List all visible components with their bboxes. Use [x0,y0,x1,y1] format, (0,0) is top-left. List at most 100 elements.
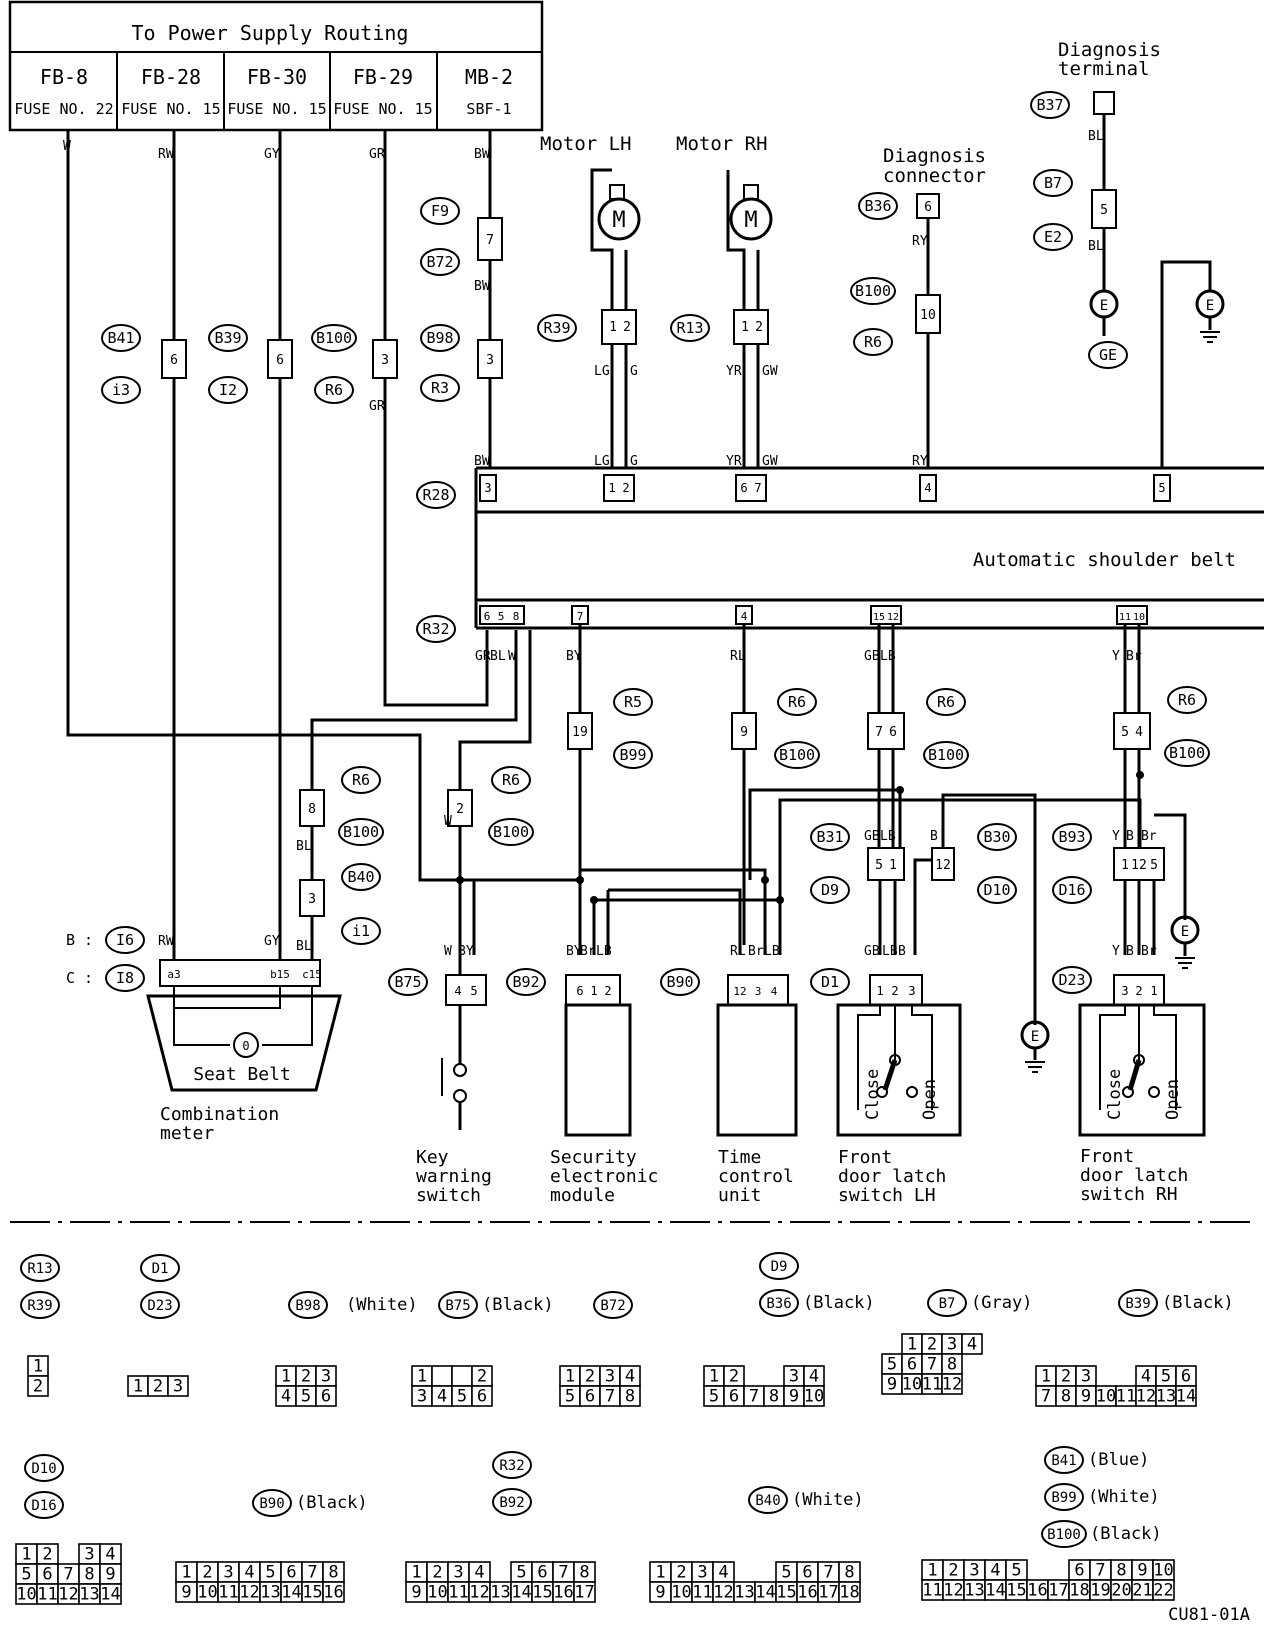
svg-text:D10: D10 [31,1461,56,1477]
svg-text:B90: B90 [259,1496,284,1512]
svg-text:12: 12 [1131,858,1147,873]
svg-text:11: 11 [448,1583,468,1603]
svg-text:10: 10 [16,1585,36,1605]
svg-text:B41: B41 [1051,1453,1076,1469]
conn-b93: B93 [1058,828,1085,846]
conn-b100: B100 [779,746,815,764]
svg-text:10: 10 [1096,1387,1116,1407]
conn-i6: I6 [116,931,134,949]
shoulder-belt-label: Automatic shoulder belt [973,549,1236,571]
connector-legend-row-2: D10 D16 B90 (Black) R32 B92 B40 (White) … [24,1446,1162,1548]
conn-r6: R6 [937,693,955,711]
fuse-col-name: FB-8 [40,65,88,89]
svg-text:7: 7 [927,1355,937,1375]
svg-text:3: 3 [453,1563,463,1583]
svg-text:17: 17 [574,1583,594,1603]
svg-text:9: 9 [181,1583,191,1603]
svg-text:4: 4 [281,1387,291,1407]
svg-text:1: 1 [1150,984,1157,998]
svg-text:13: 13 [1156,1387,1176,1407]
security-label: electronic [550,1166,658,1187]
svg-text:BL: BL [296,939,312,954]
svg-text:1: 1 [1041,1367,1051,1387]
door-latch-switch-rh: 3 2 1 Close Open Front door latch switch… [1078,974,1206,1205]
svg-text:GR: GR [369,399,385,414]
svg-text:4: 4 [809,1367,819,1387]
svg-text:3: 3 [697,1563,707,1583]
svg-text:4: 4 [990,1561,1000,1581]
svg-text:GR: GR [369,147,385,162]
svg-text:3: 3 [223,1563,233,1583]
motor-lh-label: Motor LH [540,133,632,155]
svg-text:3: 3 [308,892,316,907]
conn-b100: B100 [493,823,529,841]
svg-text:7: 7 [605,1387,615,1407]
svg-text:1: 1 [655,1563,665,1583]
svg-text:18: 18 [839,1583,859,1603]
svg-text:15: 15 [302,1583,322,1603]
svg-text:W: W [444,814,452,829]
conn-i3: i3 [112,381,130,399]
svg-text:4: 4 [474,1563,484,1583]
conn-b36: B36 [864,197,891,215]
svg-text:2: 2 [301,1367,311,1387]
meter-c-label: C : [66,969,93,987]
svg-text:Br: Br [1126,649,1142,664]
svg-text:B36: B36 [766,1296,791,1312]
diag-terminal-label: terminal [1058,58,1150,80]
svg-text:1: 1 [609,320,617,335]
svg-text:W: W [508,649,516,664]
svg-text:1: 1 [608,481,615,495]
ground-icons: E E E E [1020,289,1225,1073]
svg-text:11: 11 [922,1375,942,1395]
svg-text:9: 9 [1137,1561,1147,1581]
conn-i1: i1 [352,922,370,940]
svg-text:Br: Br [1141,944,1157,959]
svg-text:3: 3 [969,1561,979,1581]
svg-text:4: 4 [967,1335,977,1355]
svg-text:(White): (White) [1088,1487,1160,1507]
svg-text:E: E [1181,924,1189,940]
svg-text:7: 7 [577,610,584,623]
svg-text:4: 4 [1135,725,1143,740]
svg-text:15: 15 [873,612,885,623]
svg-text:22: 22 [1153,1581,1173,1601]
svg-text:W: W [63,139,71,154]
conn-b100: B100 [1169,744,1205,762]
svg-text:LB: LB [880,649,896,664]
svg-text:4: 4 [718,1563,728,1583]
latch-rh-close: Close [1105,1069,1125,1120]
svg-text:7: 7 [823,1563,833,1583]
svg-text:1: 1 [1121,858,1129,873]
svg-text:(Black): (Black) [1162,1293,1234,1313]
svg-text:14: 14 [755,1583,775,1603]
svg-text:3: 3 [381,353,389,368]
svg-text:2: 2 [33,1377,43,1397]
svg-text:2: 2 [729,1367,739,1387]
svg-text:7: 7 [1095,1561,1105,1581]
svg-text:c15: c15 [302,968,322,981]
svg-text:8: 8 [84,1565,94,1585]
svg-text:4: 4 [437,1387,447,1407]
svg-text:YR: YR [726,364,742,379]
svg-text:6: 6 [1074,1561,1084,1581]
meter-b-label: B : [66,931,93,949]
svg-text:10: 10 [920,308,936,323]
svg-text:8: 8 [579,1563,589,1583]
conn-r3: R3 [431,379,449,397]
connector-legend-row-1: R13 R39 D1 D23 B98 (White) B75 (Black) B… [20,1252,1234,1319]
combination-meter-label: Combination [160,1104,279,1125]
conn-r6: R6 [788,693,806,711]
svg-text:10: 10 [1133,612,1145,623]
conn-d9: D9 [821,881,839,899]
svg-text:YR: YR [726,454,742,469]
svg-text:9: 9 [105,1565,115,1585]
svg-text:BY: BY [458,944,474,959]
svg-text:BL: BL [296,839,312,854]
svg-text:12: 12 [713,1583,733,1603]
